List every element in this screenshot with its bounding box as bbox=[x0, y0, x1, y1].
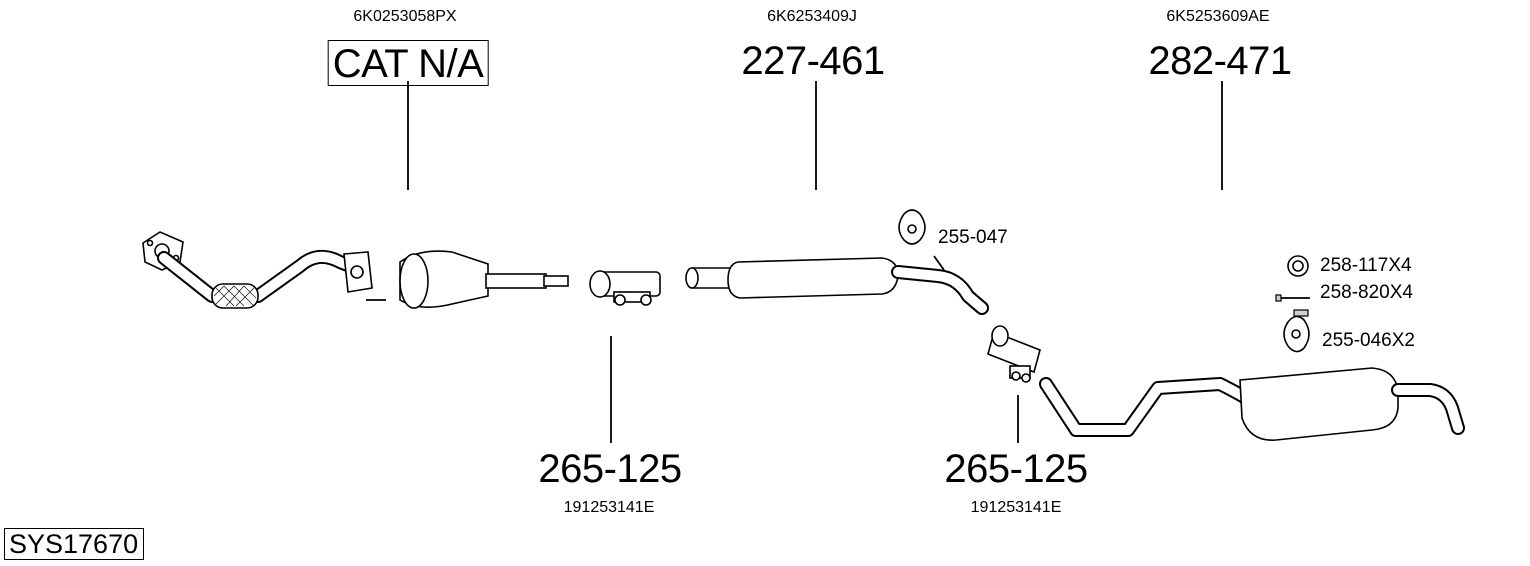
part-number-hanger-rear[interactable]: 255-046X2 bbox=[1322, 330, 1415, 351]
part-number-hanger-front[interactable]: 255-047 bbox=[938, 227, 1008, 248]
catalyst-drawing bbox=[142, 231, 569, 309]
clamp-front-drawing bbox=[589, 270, 661, 306]
part-number-clamp-front[interactable]: 265-125 bbox=[538, 447, 682, 491]
part-number-bolt[interactable]: 258-820X4 bbox=[1320, 282, 1413, 303]
part-number-clamp-rear[interactable]: 265-125 bbox=[944, 447, 1088, 491]
front-silencer-drawing bbox=[685, 255, 989, 315]
oem-code-clamp-rear: 191253141E bbox=[970, 499, 1062, 516]
oem-code-rear-silencer: 6K5253609AE bbox=[1166, 8, 1270, 25]
oem-code-front-silencer: 6K6253409J bbox=[767, 8, 857, 25]
part-number-ring[interactable]: 258-117X4 bbox=[1320, 255, 1412, 276]
rear-silencer-drawing bbox=[1039, 367, 1465, 441]
oem-code-clamp-front: 191253141E bbox=[563, 499, 655, 516]
oem-code-catalyst: 6K0253058PX bbox=[353, 8, 457, 25]
rubber-hanger-rear-icon bbox=[1283, 309, 1310, 353]
rubber-hanger-icon bbox=[898, 209, 926, 245]
part-number-catalyst[interactable]: CAT N/A bbox=[327, 40, 489, 86]
part-number-rear-silencer[interactable]: 282-471 bbox=[1148, 39, 1292, 83]
part-number-front-silencer[interactable]: 227-461 bbox=[741, 39, 885, 83]
bolt-icon bbox=[1275, 294, 1310, 302]
clamp-rear-drawing bbox=[987, 325, 1041, 383]
rubber-ring-icon bbox=[1287, 255, 1309, 277]
system-id-label: SYS17670 bbox=[4, 528, 145, 560]
